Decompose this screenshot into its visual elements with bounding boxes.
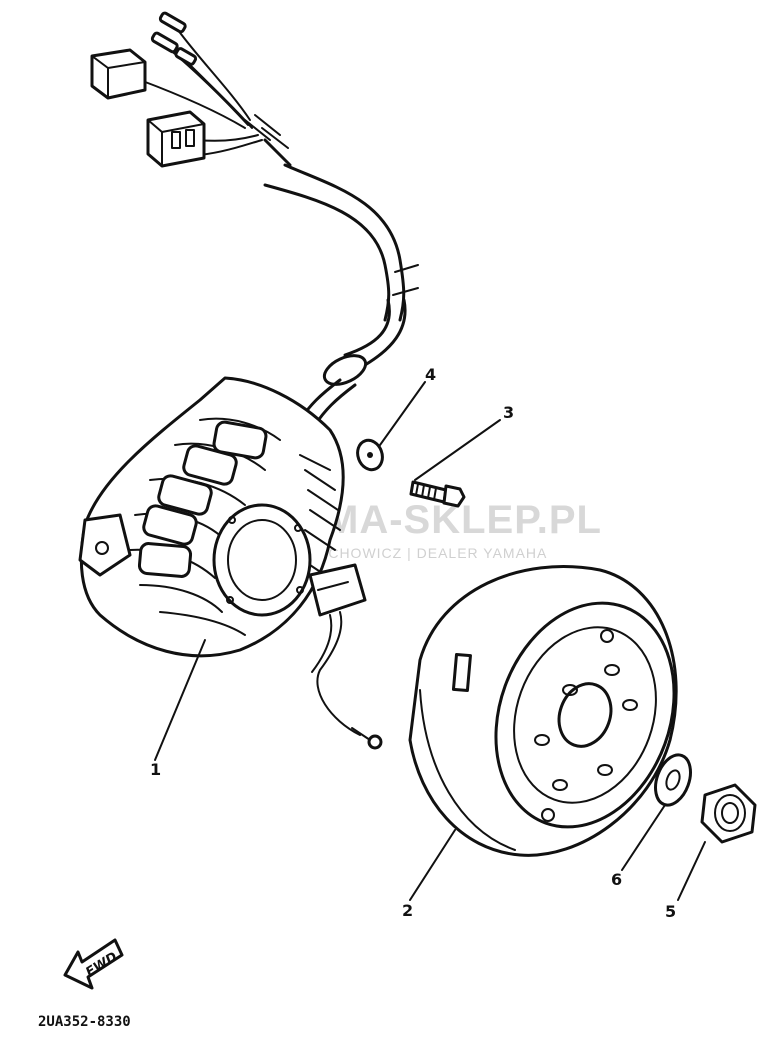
watermark-main: MA-SKLEP.PL: [325, 498, 602, 542]
callout-4: 4: [425, 365, 436, 384]
watermark-sub: ECHOWICZ | DEALER YAMAHA: [318, 545, 547, 561]
nut: [700, 783, 757, 844]
callout-2: 2: [402, 901, 413, 920]
flywheel-rotor: [408, 565, 678, 857]
callout-1: 1: [150, 760, 161, 779]
washer-small: [356, 438, 384, 472]
bolt: [409, 480, 466, 508]
washer-large: [654, 753, 692, 807]
diagram-code: 2UA352-8330: [38, 1014, 131, 1030]
callouts: 1 2 3 4 5 6: [150, 365, 676, 921]
stator-assembly: [78, 376, 383, 750]
callout-6: 6: [611, 870, 622, 889]
callout-5: 5: [665, 902, 676, 921]
wire-harness: [90, 11, 419, 427]
coupler-upper: [90, 48, 147, 100]
leader-lines: [154, 381, 706, 901]
fwd-arrow-icon: FWD: [63, 938, 124, 990]
coupler-lower: [146, 110, 206, 168]
callout-3: 3: [503, 403, 514, 422]
